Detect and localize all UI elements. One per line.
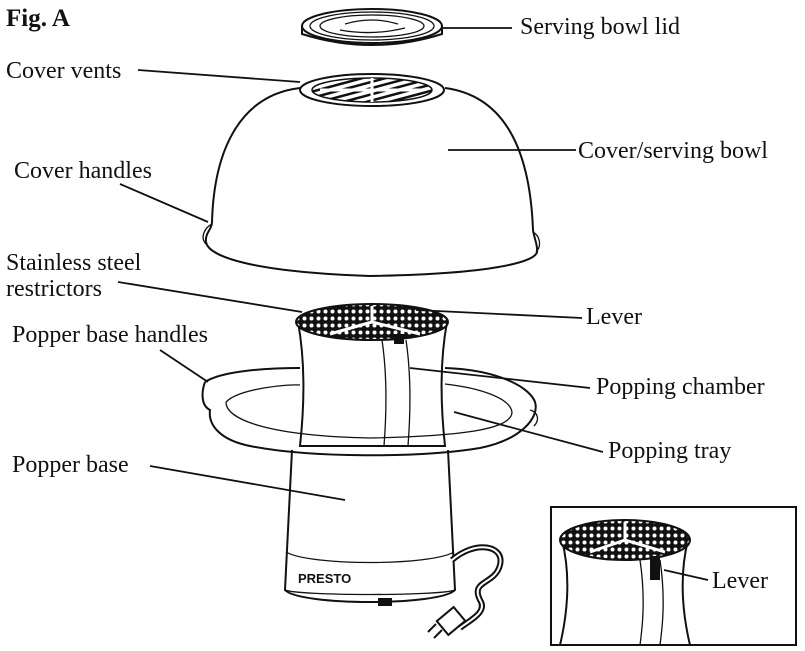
serving-bowl-lid-drawing [301,8,443,46]
label-popping-tray: Popping tray [608,438,732,464]
label-inset-lever: Lever [712,568,768,594]
figure-label: Fig. A [6,5,70,32]
label-stainless-steel-line2: restrictors [6,276,102,302]
label-cover-vents: Cover vents [6,58,122,84]
label-popper-base-handles: Popper base handles [12,322,208,348]
popper-base-drawing: PRESTO [283,449,504,639]
brand-logo: PRESTO [298,571,351,586]
label-cover-serving-bowl: Cover/serving bowl [578,138,768,164]
label-stainless-steel-line1: Stainless steel [6,250,142,276]
label-popper-base: Popper base [12,452,129,478]
label-lever: Lever [586,304,642,330]
cover-serving-bowl-drawing [202,73,541,278]
lever-inset [550,506,797,646]
leader-lines [117,27,709,581]
label-cover-handles: Cover handles [14,158,152,184]
label-serving-bowl-lid: Serving bowl lid [520,14,680,40]
popping-chamber-drawing [295,303,449,447]
popping-tray-drawing [201,367,539,457]
label-popping-chamber: Popping chamber [596,374,765,400]
